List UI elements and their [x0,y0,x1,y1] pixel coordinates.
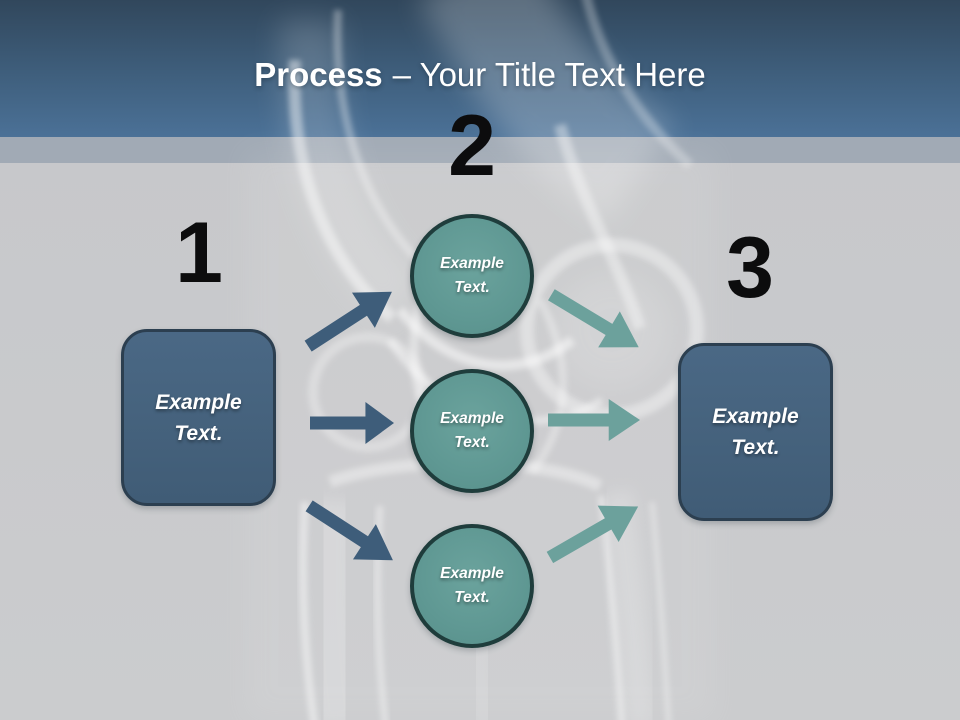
step-number-3[interactable]: 3 [726,220,774,316]
step1-box-label: Example [155,390,242,414]
arrow-circle3-to-box3 [539,487,649,576]
circle3-label: Example [440,565,504,582]
step-number-2[interactable]: 2 [448,98,496,194]
step1-box[interactable]: Example Text. [121,329,276,506]
circle1-label-2: Text. [454,279,490,296]
title-emphasis: Process [254,56,383,93]
arrow-box1-to-circle1 [296,273,404,364]
step3-box[interactable]: Example Text. [678,343,833,521]
arrow-box1-to-circle3 [297,487,405,578]
step-number-1[interactable]: 1 [175,205,223,301]
step2-circle-3[interactable]: Example Text. [410,524,534,648]
circle2-label: Example [440,410,504,427]
slide-title[interactable]: Process– Your Title Text Here [0,52,960,98]
circle3-label-2: Text. [454,589,490,606]
step3-box-label: Example [712,405,799,428]
step3-box-label-2: Text. [731,436,780,459]
step2-circle-2[interactable]: Example Text. [410,369,534,493]
circle1-label: Example [440,255,504,272]
arrow-circle2-to-box3 [548,398,640,442]
title-text: – Your Title Text Here [392,56,706,93]
circle2-label-2: Text. [454,434,490,451]
step2-circle-1[interactable]: Example Text. [410,214,534,338]
arrow-circle1-to-box3 [540,276,650,366]
arrow-box1-to-circle2 [310,401,394,445]
step1-box-label-2: Text. [174,421,223,445]
